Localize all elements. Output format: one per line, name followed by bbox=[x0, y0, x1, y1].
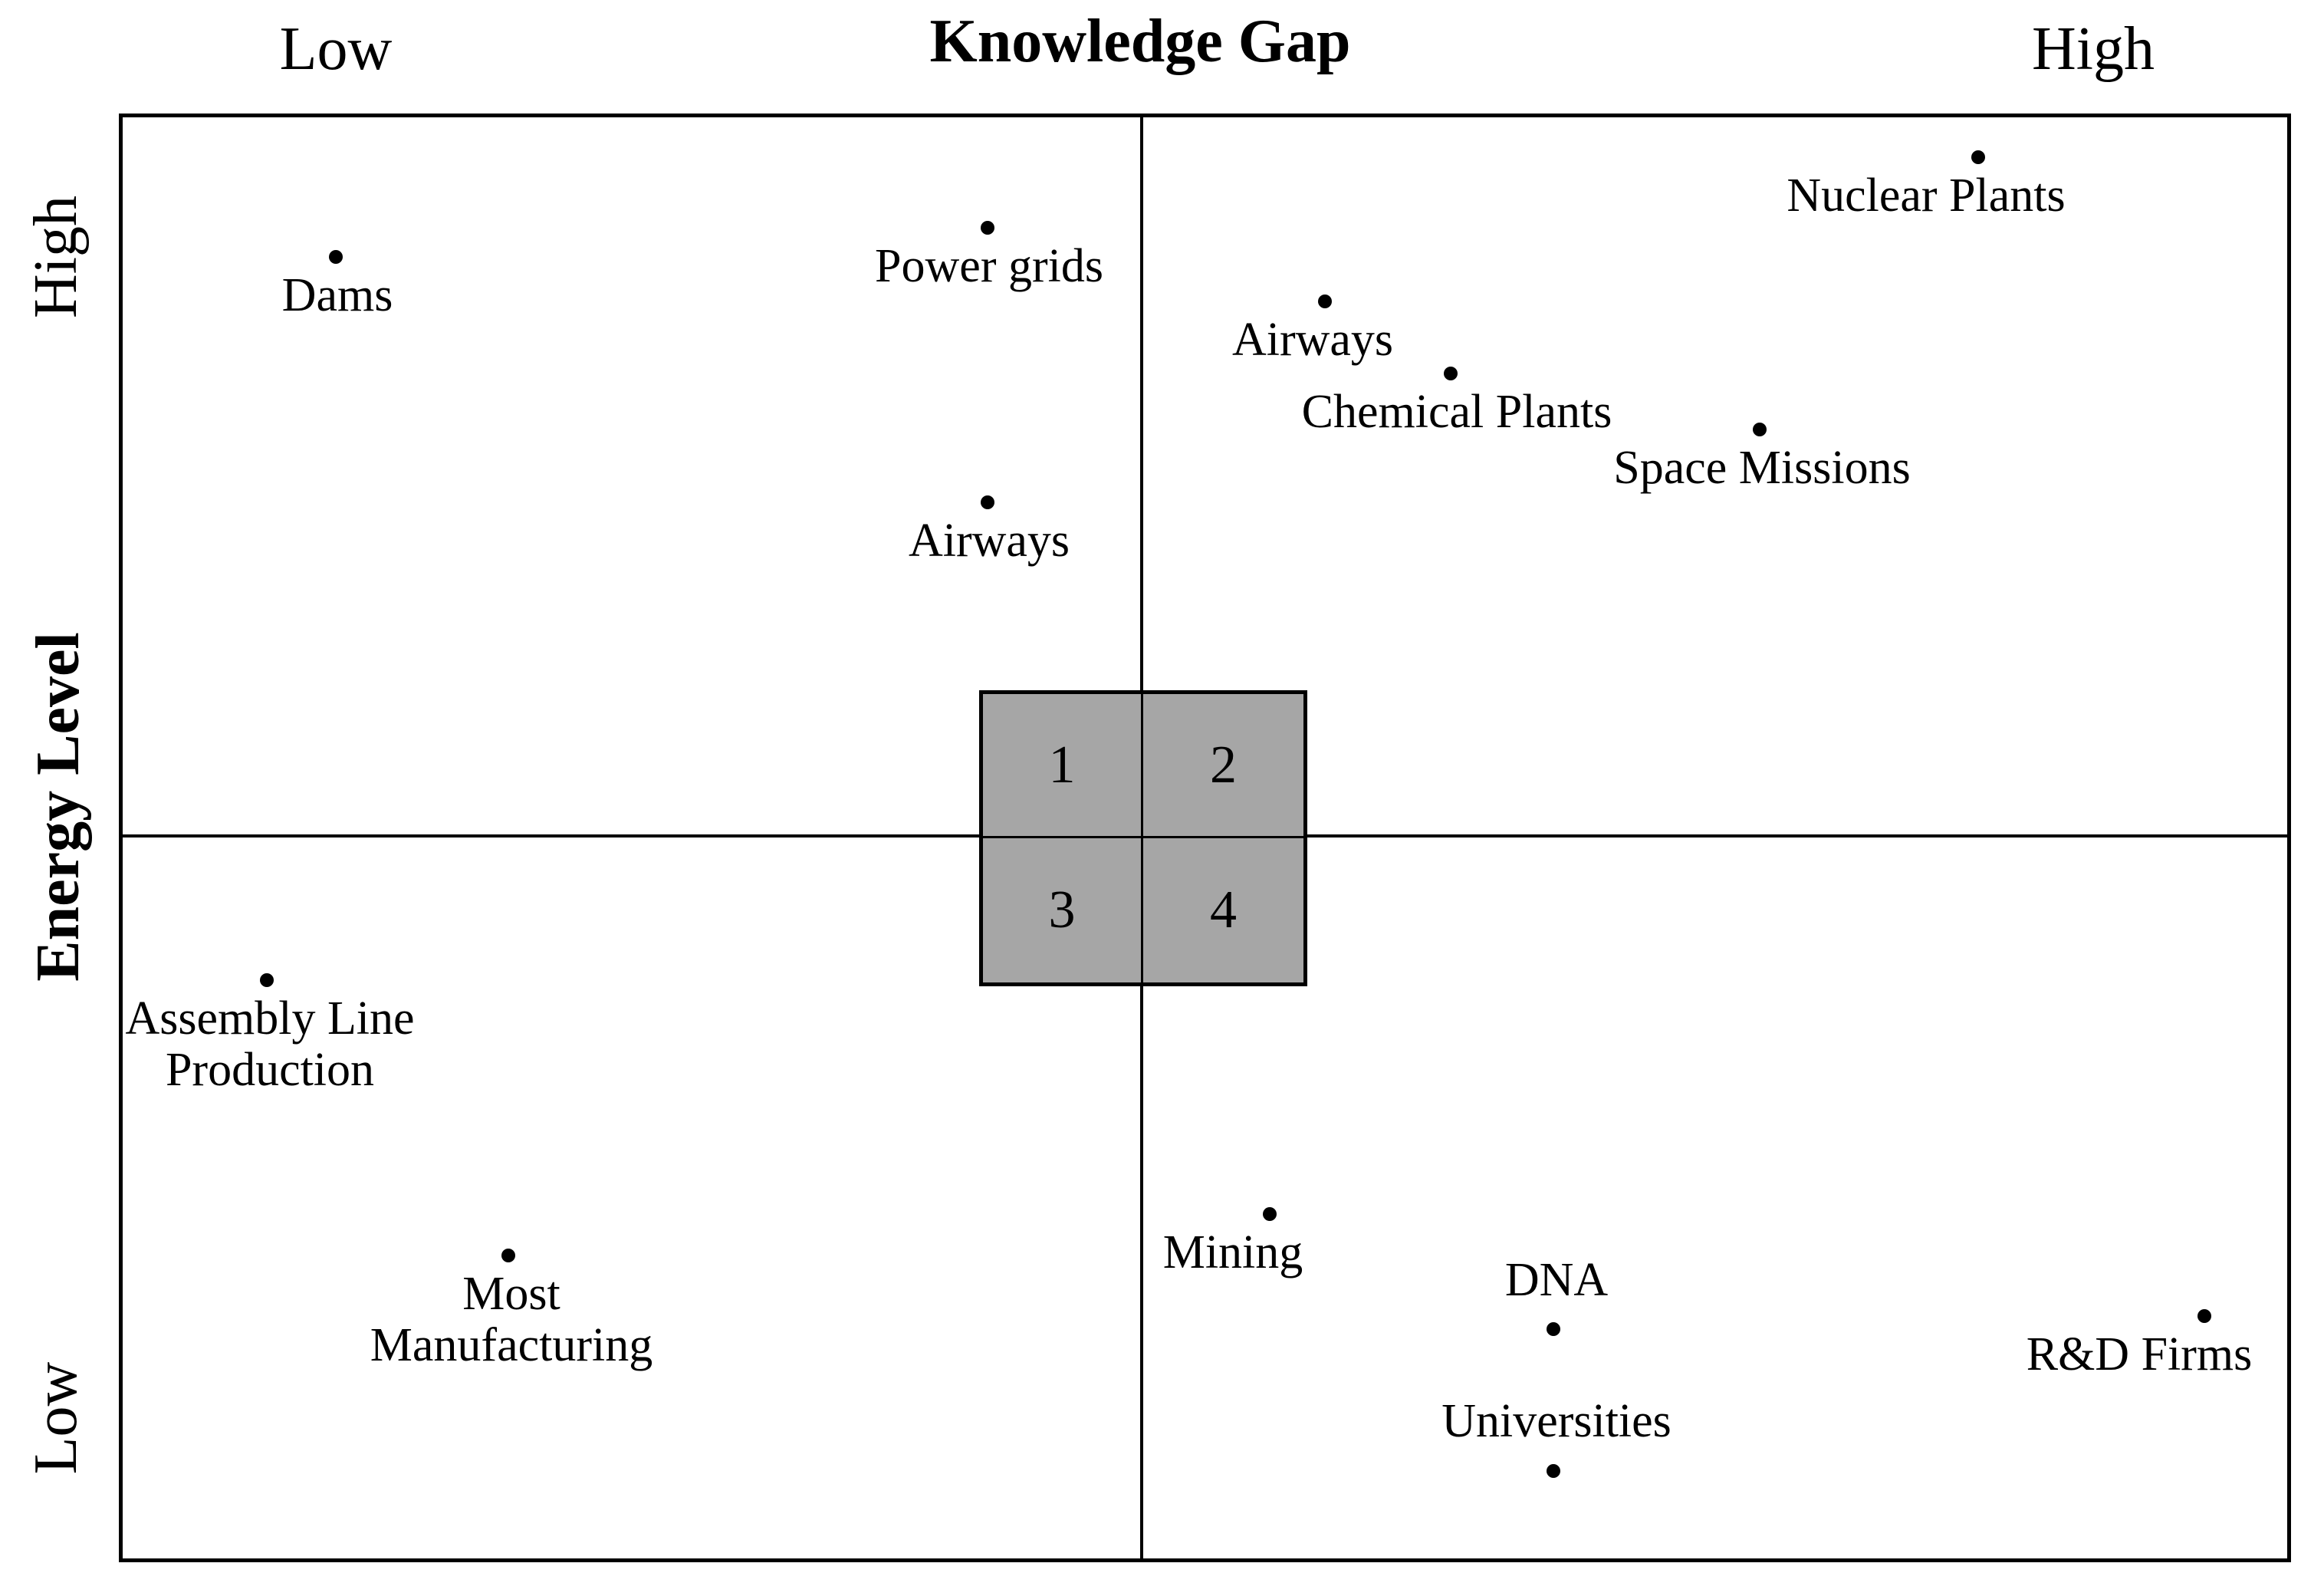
data-point-nuclear-plants[interactable] bbox=[1971, 150, 1985, 164]
y-axis-title: Energy Level bbox=[25, 632, 92, 982]
label-line-1: Most bbox=[462, 1268, 560, 1320]
data-point-chemical-plants[interactable] bbox=[1444, 367, 1458, 380]
data-point-label-rd-firms: R&D Firms bbox=[2026, 1328, 2253, 1380]
data-point-universities[interactable] bbox=[1547, 1464, 1560, 1478]
data-point-label-space-missions: Space Missions bbox=[1613, 442, 1911, 494]
data-point-dna[interactable] bbox=[1547, 1322, 1560, 1336]
quadrant-cell-1[interactable]: 1 bbox=[983, 694, 1143, 838]
data-point-label-chemical-plants: Chemical Plants bbox=[1301, 386, 1612, 438]
data-point-label-nuclear-plants: Nuclear Plants bbox=[1787, 169, 2066, 222]
quadrant-cell-2[interactable]: 2 bbox=[1143, 694, 1303, 838]
y-axis-high-label: High bbox=[22, 196, 90, 318]
data-point-airways-right[interactable] bbox=[1318, 295, 1332, 308]
x-axis-low-label: Low bbox=[279, 15, 393, 83]
data-point-label-dna: DNA bbox=[1504, 1254, 1609, 1306]
label-line-1: Assembly Line bbox=[125, 992, 415, 1045]
data-point-label-most-manufacturing: Most Manufacturing bbox=[274, 1269, 749, 1371]
quadrant-key: 1 2 3 4 bbox=[979, 690, 1307, 986]
label-line-2: Manufacturing bbox=[370, 1318, 653, 1371]
data-point-airways-left[interactable] bbox=[981, 495, 994, 509]
label-line-2: Production bbox=[165, 1043, 375, 1096]
data-point-mining[interactable] bbox=[1263, 1207, 1277, 1221]
data-point-label-airways-right: Airways bbox=[1231, 314, 1394, 366]
y-axis-low-label: Low bbox=[22, 1361, 90, 1475]
x-axis-title: Knowledge Gap bbox=[929, 8, 1351, 75]
data-point-label-airways-left: Airways bbox=[908, 515, 1070, 567]
data-point-most-manufacturing[interactable] bbox=[501, 1249, 515, 1262]
data-point-label-mining: Mining bbox=[1162, 1226, 1303, 1278]
data-point-label-universities: Universities bbox=[1441, 1395, 1672, 1447]
data-point-space-missions[interactable] bbox=[1753, 423, 1767, 436]
data-point-power-grids[interactable] bbox=[981, 221, 994, 235]
quadrant-cell-4[interactable]: 4 bbox=[1210, 880, 1237, 940]
data-point-label-assembly-line-production: Assembly Line Production bbox=[55, 993, 485, 1096]
data-point-assembly-line-production[interactable] bbox=[260, 973, 274, 987]
x-axis-high-label: High bbox=[2032, 15, 2155, 83]
data-point-label-power-grids: Power grids bbox=[875, 240, 1103, 292]
data-point-label-dams: Dams bbox=[281, 269, 393, 321]
data-point-dams[interactable] bbox=[329, 250, 343, 264]
quadrant-cell-3[interactable]: 3 bbox=[983, 838, 1143, 982]
data-point-rd-firms[interactable] bbox=[2197, 1309, 2211, 1323]
